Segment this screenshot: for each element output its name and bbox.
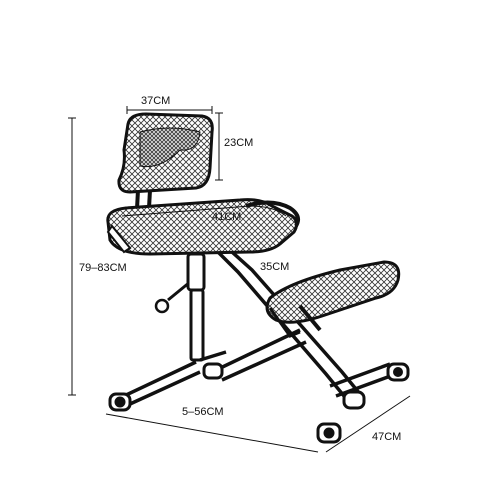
backrest-width-label: 37CM [141,95,171,107]
caster-front-left [316,422,342,444]
seat-width-label: 41CM [212,211,242,223]
backrest-height-label: 23CM [224,137,254,149]
caster-rear [108,392,132,412]
base-width-label: 47CM [372,431,402,443]
knee-rest [265,260,401,338]
base-length-line [105,413,319,453]
caster-mid [202,362,224,380]
seat [106,198,300,256]
caster-front-right [386,362,410,382]
seat-post [186,252,206,362]
dimension-lines [68,106,411,453]
base-width-line [325,395,411,453]
lift-lever [154,280,191,314]
casters [108,362,410,444]
total-height-label: 79–83CM [79,262,127,274]
caster-front-center [342,390,366,410]
base-length-label: 5–56CM [182,406,224,418]
seat-to-knee-label: 35CM [260,261,290,273]
